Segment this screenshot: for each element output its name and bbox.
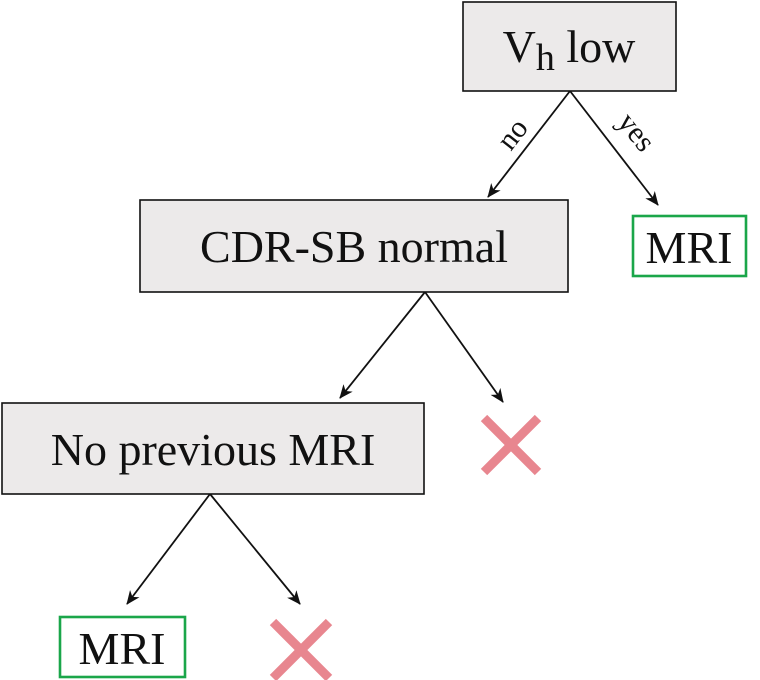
edge-root-to-mri: [569, 90, 659, 206]
decision-node-no-previous-mri: No previous MRI: [1, 402, 425, 495]
decision-node-vh-low-label: Vh low: [503, 21, 637, 79]
edge-cdr-to-prev-mri: [339, 291, 426, 399]
edge-label-yes: yes: [611, 106, 662, 158]
decision-node-no-previous-mri-label: No previous MRI: [51, 424, 376, 475]
cross-icon: [480, 414, 542, 476]
edge-prev-mri-to-reject: [209, 493, 301, 605]
decision-node-cdr-sb-normal-label: CDR-SB normal: [200, 221, 508, 272]
edge-cdr-to-reject: [424, 291, 504, 403]
leaf-mri-bottom-label: MRI: [79, 623, 166, 674]
edge-label-no: no: [490, 112, 534, 156]
leaf-mri-right-label: MRI: [646, 222, 733, 273]
edge-prev-mri-to-mri: [126, 493, 211, 605]
leaf-mri-right: MRI: [631, 214, 748, 278]
decision-node-cdr-sb-normal: CDR-SB normal: [139, 199, 569, 293]
decision-node-vh-low: Vh low: [462, 1, 677, 92]
edge-root-to-cdr: [487, 90, 571, 198]
leaf-mri-bottom: MRI: [58, 615, 187, 679]
cross-icon: [269, 618, 333, 680]
